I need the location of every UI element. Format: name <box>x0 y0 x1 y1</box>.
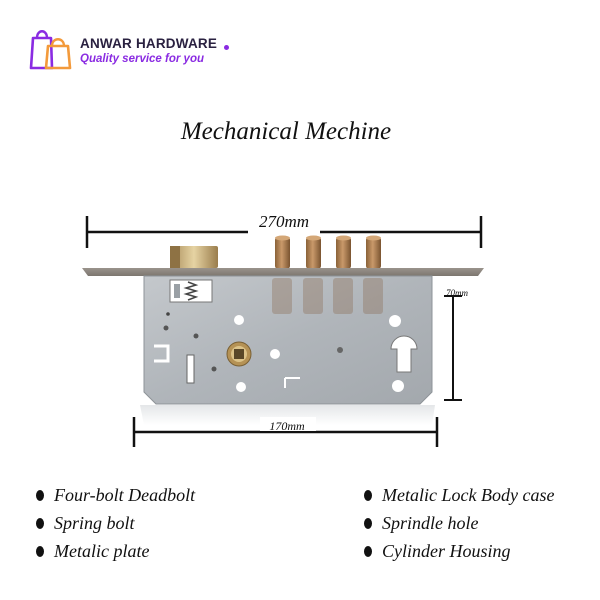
bullet <box>364 518 372 529</box>
mount-hole-2 <box>389 315 401 327</box>
list-item: Metalic plate <box>36 540 195 568</box>
bullet <box>364 490 372 501</box>
deadbolt-1 <box>275 237 290 269</box>
list-item: Sprindle hole <box>364 512 554 540</box>
body-width-dimension: 170mm <box>132 417 439 447</box>
deadbolt-internal <box>272 278 383 314</box>
feature-list-right: Metalic Lock Body case Sprindle hole Cyl… <box>364 484 554 568</box>
bullet <box>36 490 44 501</box>
mount-hole-1 <box>234 315 244 325</box>
deadbolt-4 <box>366 237 381 269</box>
list-item: Four-bolt Deadbolt <box>36 484 195 512</box>
deadbolt-2 <box>306 237 321 269</box>
list-item: Cylinder Housing <box>364 540 554 568</box>
deadbolt-3 <box>336 237 351 269</box>
lock-reflection <box>140 405 435 425</box>
overall-length-dimension: 270mm <box>85 212 483 248</box>
spring-bolt <box>169 279 213 303</box>
brand-name: ANWAR HARDWARE <box>80 36 218 51</box>
mount-hole-3 <box>270 349 280 359</box>
body-height-label: 70mm <box>446 288 468 298</box>
bullet <box>36 518 44 529</box>
brand-tagline: Quality service for you <box>80 53 204 65</box>
brand-logo: ANWAR HARDWARE Quality service for you <box>28 24 288 74</box>
bullet <box>36 546 44 557</box>
feature-list-left: Four-bolt Deadbolt Spring bolt Metalic p… <box>36 484 195 568</box>
page-title: Mechanical Mechine <box>180 118 392 145</box>
overall-length-label: 270mm <box>259 212 309 231</box>
list-item: Metalic Lock Body case <box>364 484 554 512</box>
bullet <box>364 546 372 557</box>
spring-latch <box>170 246 218 268</box>
latch-slot <box>186 354 195 384</box>
spindle-hole <box>226 341 252 367</box>
deadbolts <box>275 235 381 269</box>
body-height-dimension: 70mm <box>444 288 468 401</box>
mount-hole-4 <box>236 382 246 392</box>
mount-hole-5 <box>392 380 404 392</box>
lock-body-case <box>143 275 433 405</box>
cylinder-housing <box>390 335 418 373</box>
list-item: Spring bolt <box>36 512 195 540</box>
face-plate <box>82 268 484 276</box>
body-width-label: 170mm <box>269 419 305 433</box>
shopping-bags-icon <box>29 30 72 70</box>
brand-dot <box>224 45 229 50</box>
